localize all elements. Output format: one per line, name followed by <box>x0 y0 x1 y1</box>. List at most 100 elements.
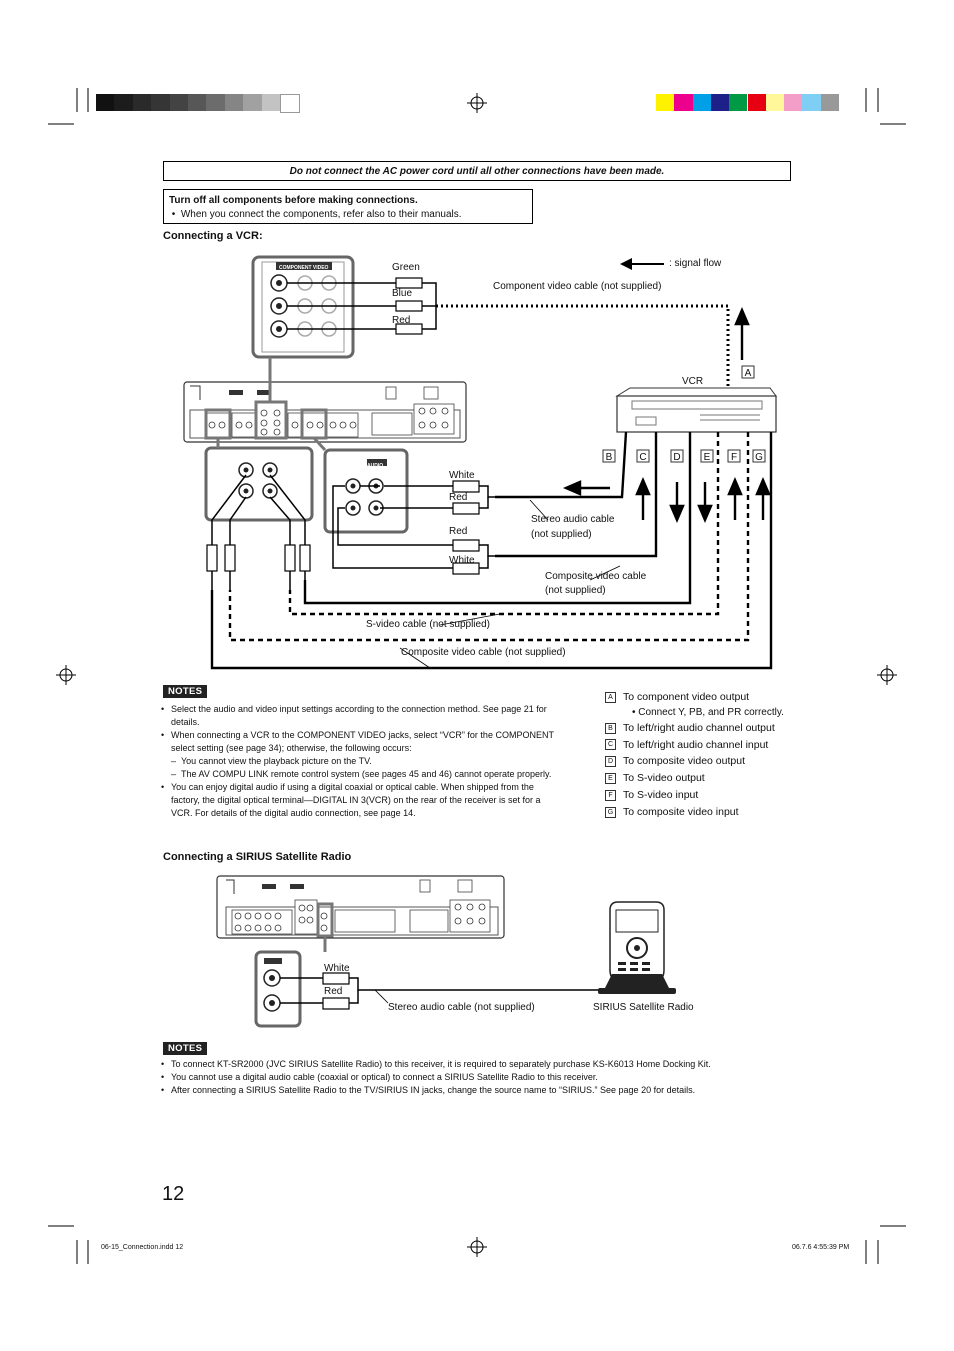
color-swatch <box>692 94 711 111</box>
component-cable-label: Component video cable (not supplied) <box>493 281 662 292</box>
legend-text: To composite video input <box>623 805 739 818</box>
legend-item: • Connect Y, PB, and PR correctly. <box>632 706 784 718</box>
note-line: The AV COMPU LINK remote control system … <box>161 768 591 781</box>
legend-item: E To S-video output <box>605 770 784 787</box>
color-swatch <box>729 94 748 111</box>
stereo-cable-not-supplied: (not supplied) <box>531 529 592 540</box>
color-swatch <box>656 94 675 111</box>
color-swatch <box>747 94 766 111</box>
sirius-label-white: White <box>324 963 350 974</box>
note-line: VCR. For details of the digital audio co… <box>171 808 416 818</box>
note-line: Select the audio and video input setting… <box>161 703 591 716</box>
vcr-notes-list: Select the audio and video input setting… <box>161 703 591 820</box>
legend-text: To composite video output <box>623 755 745 768</box>
label-red: Red <box>392 315 411 326</box>
legend-item: B To left/right audio channel output <box>605 720 784 737</box>
legend-item: A To component video output <box>605 689 784 706</box>
label-blue: Blue <box>392 288 413 299</box>
signal-flow-label: : signal flow <box>669 258 722 269</box>
vcr-label: VCR <box>682 376 704 387</box>
letter-a: A <box>745 368 752 379</box>
audio-panel-label: AUDIO <box>367 463 384 469</box>
label-red-bottom: Red <box>449 526 468 537</box>
label-red-top: Red <box>449 492 468 503</box>
note-line: You cannot view the playback picture on … <box>161 755 591 768</box>
composite-cable-label: Composite video cable <box>545 571 647 582</box>
turn-off-bullet: • When you connect the components, refer… <box>169 209 462 220</box>
legend-key: E <box>605 773 616 785</box>
legend-text: To S-video input <box>623 788 699 801</box>
color-swatch <box>820 94 839 111</box>
stereo-cable-label: Stereo audio cable <box>531 514 615 525</box>
gray-swatch <box>280 94 301 113</box>
note-line: When connecting a VCR to the COMPONENT V… <box>161 729 591 742</box>
sirius-note: To connect KT-SR2000 (JVC SIRIUS Satelli… <box>161 1058 801 1071</box>
note-line: factory, the digital optical terminal—DI… <box>171 795 541 805</box>
turn-off-box: Turn off all components before making co… <box>163 189 533 224</box>
legend-key: B <box>605 722 616 734</box>
sirius-label-red: Red <box>324 986 343 997</box>
vcr-heading: Connecting a VCR: <box>163 230 263 242</box>
warning-text: Do not connect the AC power cord until a… <box>289 165 665 177</box>
sirius-radio-label: SIRIUS Satellite Radio <box>593 1002 694 1013</box>
color-swatch <box>710 94 730 111</box>
color-swatch <box>674 94 693 111</box>
legend-item: C To left/right audio channel input <box>605 737 784 754</box>
registration-target-left <box>56 665 76 685</box>
letter-e: E <box>704 452 711 463</box>
note-line: You can enjoy digital audio if using a d… <box>161 781 591 794</box>
footer-timestamp: 06.7.6 4:55:39 PM <box>792 1244 850 1251</box>
sirius-note: After connecting a SIRIUS Satellite Radi… <box>161 1084 801 1097</box>
turn-off-title: Turn off all components before making co… <box>169 195 418 206</box>
legend-text: To left/right audio channel input <box>623 738 769 751</box>
gray-swatch <box>188 94 207 111</box>
gray-swatch <box>114 94 133 111</box>
legend-text: To left/right audio channel output <box>623 721 775 734</box>
notes-badge-sirius: NOTES <box>163 1042 208 1055</box>
gray-swatch <box>151 94 170 111</box>
gray-swatch <box>261 94 280 111</box>
letter-d: D <box>673 452 680 463</box>
notes-badge-vcr: NOTES <box>163 685 208 698</box>
warning-box: Do not connect the AC power cord until a… <box>163 161 791 181</box>
gray-swatch <box>169 94 188 111</box>
legend-key: D <box>605 756 616 768</box>
label-white-top: White <box>449 470 475 481</box>
legend-item: F To S-video input <box>605 787 784 804</box>
composite-cable-full-label: Composite video cable (not supplied) <box>401 647 566 658</box>
legend-key: F <box>605 789 616 801</box>
connection-legend: A To component video output • Connect Y, P… <box>605 689 784 821</box>
sirius-notes-list: To connect KT-SR2000 (JVC SIRIUS Satelli… <box>161 1058 801 1097</box>
letter-f: F <box>731 452 737 463</box>
legend-key: A <box>605 691 616 703</box>
letter-g: G <box>755 452 763 463</box>
composite-cable-not-supplied: (not supplied) <box>545 585 606 596</box>
sirius-heading: Connecting a SIRIUS Satellite Radio <box>163 851 352 863</box>
sirius-stereo-cable-label: Stereo audio cable (not supplied) <box>388 1002 535 1013</box>
color-swatch <box>765 94 785 111</box>
color-swatch <box>802 94 821 111</box>
component-video-panel-label: COMPONENT VIDEO <box>279 265 329 271</box>
legend-text: To S-video output <box>623 772 705 785</box>
registration-target-bottom <box>467 1237 487 1257</box>
note-line: details. <box>171 717 200 727</box>
legend-key: C <box>605 739 616 751</box>
legend-text: To component video output <box>623 691 750 703</box>
gray-swatch <box>206 94 225 111</box>
footer-filename: 06-15_Connection.indd 12 <box>101 1244 184 1251</box>
gray-swatch <box>224 94 244 111</box>
legend-item: D To composite video output <box>605 753 784 770</box>
registration-target-top <box>467 93 487 113</box>
color-swatch <box>784 94 803 111</box>
gray-swatch <box>96 94 115 111</box>
letter-b: B <box>606 452 613 463</box>
letter-c: C <box>639 452 646 463</box>
gray-swatch <box>132 94 152 111</box>
label-green: Green <box>392 262 420 273</box>
svideo-cable-label: S-video cable (not supplied) <box>366 619 490 630</box>
gray-swatch <box>243 94 262 111</box>
